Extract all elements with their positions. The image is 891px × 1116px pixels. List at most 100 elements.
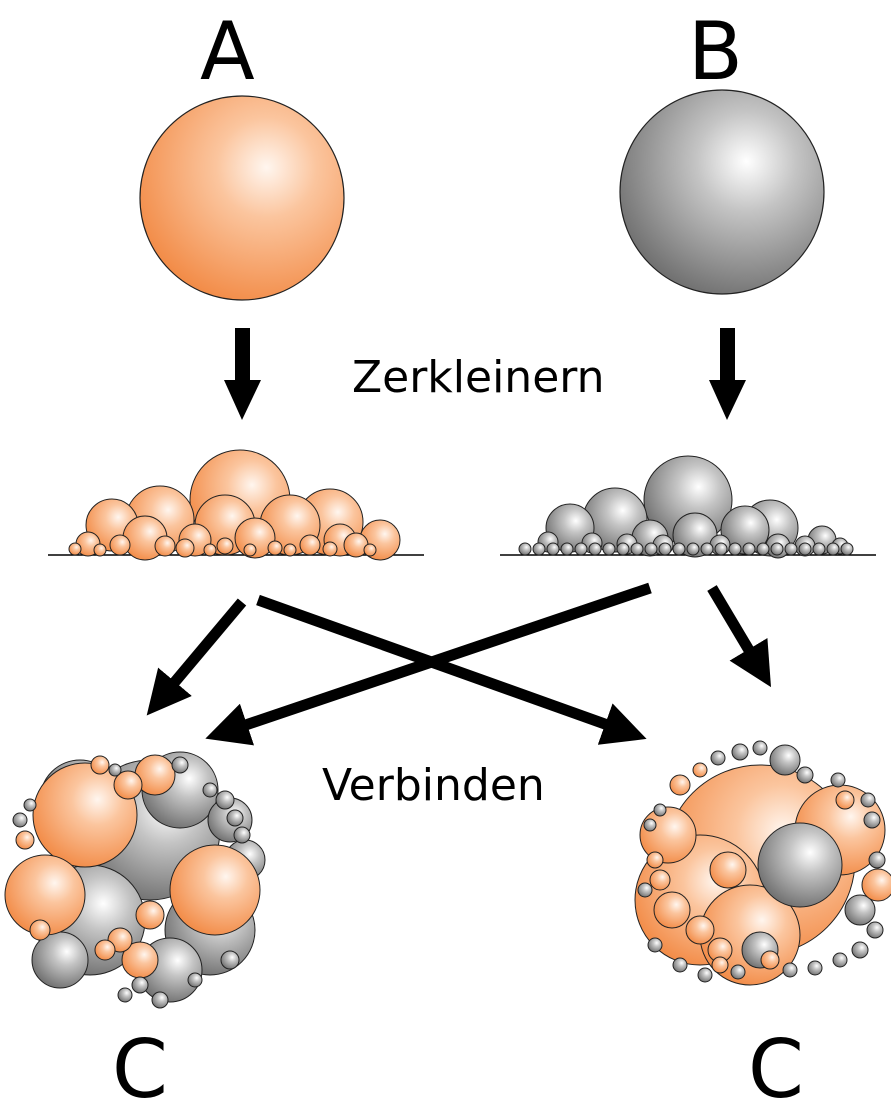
particle-a bbox=[93, 543, 107, 557]
composite-right-particle bbox=[669, 774, 691, 796]
composite-right-particle bbox=[637, 882, 653, 898]
particle-b bbox=[560, 542, 574, 556]
arrow-a-to-right-c bbox=[256, 594, 647, 745]
composite-right-particle bbox=[730, 964, 746, 980]
sphere-a bbox=[139, 95, 345, 301]
composite-right-particle bbox=[647, 937, 663, 953]
composite-right-particle bbox=[861, 868, 891, 902]
particle-b bbox=[672, 542, 686, 556]
label-c-left: C bbox=[112, 1023, 168, 1116]
particle-a bbox=[154, 535, 176, 557]
composite-right-particle bbox=[653, 803, 667, 817]
particle-b bbox=[602, 542, 616, 556]
composite-right-particle bbox=[807, 960, 823, 976]
composite-right-particle bbox=[844, 894, 876, 926]
composite-left-particle bbox=[171, 756, 189, 774]
composite-left-particle bbox=[151, 991, 169, 1009]
composite-left-particle bbox=[15, 830, 35, 850]
composite-right-particle bbox=[760, 950, 780, 970]
particle-b bbox=[756, 542, 770, 556]
particle-a bbox=[299, 534, 321, 556]
composite-right-particle bbox=[710, 750, 726, 766]
particle-a bbox=[343, 532, 369, 558]
particle-b bbox=[630, 542, 644, 556]
composite-right-particle bbox=[643, 818, 657, 832]
step-label-crush: Zerkleinern bbox=[352, 352, 605, 403]
composite-right-particle bbox=[731, 743, 749, 761]
composite-left-particle bbox=[215, 790, 235, 810]
arrow-a-to-left-c bbox=[146, 598, 247, 716]
composite-left-particle bbox=[12, 812, 28, 828]
composite-right-particle bbox=[697, 967, 713, 983]
composite-right-particle bbox=[866, 921, 884, 939]
composite-left-particle bbox=[226, 809, 244, 827]
particle-b bbox=[588, 542, 602, 556]
composite-left-particle bbox=[32, 762, 138, 868]
composite-right-particle bbox=[860, 792, 876, 808]
particle-a bbox=[109, 534, 131, 556]
arrow-b-to-right-c bbox=[707, 585, 772, 688]
particle-a bbox=[267, 540, 283, 556]
particle-a bbox=[68, 542, 82, 556]
composite-right-particle bbox=[835, 790, 855, 810]
composite-left-particle bbox=[233, 826, 251, 844]
composite-right-particle bbox=[692, 762, 708, 778]
particle-a bbox=[203, 543, 217, 557]
composite-left bbox=[4, 751, 266, 1009]
composite-right bbox=[634, 740, 891, 986]
step-label-combine: Verbinden bbox=[322, 760, 545, 811]
composite-right-particle bbox=[796, 766, 814, 784]
composite-right-particle bbox=[757, 822, 843, 908]
composite-right-particle bbox=[832, 952, 848, 968]
crushed-particles-b bbox=[518, 455, 854, 559]
composite-left-particle bbox=[90, 755, 110, 775]
composite-right-particle bbox=[830, 772, 846, 788]
composite-right-particle bbox=[639, 806, 697, 864]
particle-b bbox=[742, 542, 756, 556]
composite-right-particle bbox=[868, 851, 886, 869]
composite-left-particle bbox=[108, 763, 122, 777]
particle-b bbox=[840, 542, 854, 556]
particle-b bbox=[826, 542, 840, 556]
composite-right-particle bbox=[711, 956, 729, 974]
composite-left-particle bbox=[202, 782, 218, 798]
composite-right-particle bbox=[649, 869, 671, 891]
particle-b bbox=[574, 542, 588, 556]
particle-b bbox=[616, 542, 630, 556]
particle-b bbox=[714, 542, 728, 556]
composite-left-particle bbox=[131, 976, 149, 994]
combine-arrows bbox=[146, 582, 772, 746]
particle-b bbox=[812, 542, 826, 556]
composite-right-particle bbox=[752, 740, 768, 756]
particle-b bbox=[546, 542, 560, 556]
composite-left-particle bbox=[117, 987, 133, 1003]
composite-left-particle bbox=[94, 939, 116, 961]
composite-right-particle bbox=[851, 941, 869, 959]
down-arrow-right bbox=[709, 328, 746, 420]
composite-left-particle bbox=[187, 972, 203, 988]
composite-right-particle bbox=[672, 957, 688, 973]
composite-left-particle bbox=[23, 798, 37, 812]
particle-b bbox=[518, 542, 532, 556]
particle-a bbox=[216, 537, 234, 555]
composite-left-particle bbox=[29, 919, 51, 941]
composite-left-particle bbox=[135, 900, 165, 930]
crushed-particles-a bbox=[68, 449, 401, 561]
composite-left-particle bbox=[220, 950, 240, 970]
composite-right-particle bbox=[709, 851, 747, 889]
label-b: B bbox=[688, 5, 743, 98]
particle-b bbox=[686, 542, 700, 556]
label-a: A bbox=[200, 5, 255, 98]
particle-a bbox=[363, 543, 377, 557]
particle-b bbox=[784, 542, 798, 556]
particle-b bbox=[770, 542, 784, 556]
composite-right-particle bbox=[863, 811, 881, 829]
particle-b bbox=[532, 542, 546, 556]
composite-right-particle bbox=[685, 915, 715, 945]
particle-b bbox=[644, 542, 658, 556]
particle-b bbox=[728, 542, 742, 556]
particle-b bbox=[798, 542, 812, 556]
arrow-b-to-left-c bbox=[205, 582, 652, 746]
particle-a bbox=[243, 543, 257, 557]
